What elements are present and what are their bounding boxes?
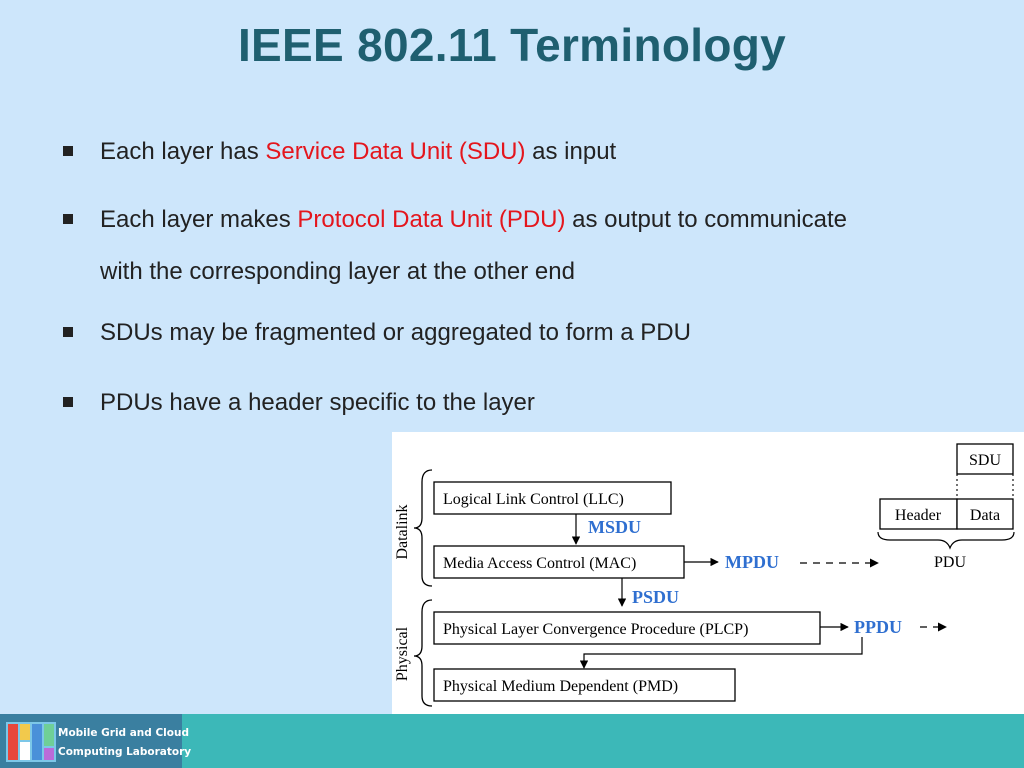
- lab-name-line1: Mobile Grid and Cloud: [58, 727, 189, 739]
- pdu-label: PDU: [934, 554, 966, 571]
- sdu-box: [956, 443, 1014, 475]
- ppdu-label: PPDU: [854, 617, 902, 637]
- bullet-text: Each layer makes Protocol Data Unit (PDU…: [100, 206, 847, 285]
- datalink-label: Datalink: [394, 504, 411, 559]
- psdu-label: PSDU: [632, 587, 679, 607]
- square-bullet-icon: [63, 146, 73, 156]
- mac-label: Media Access Control (MAC): [443, 555, 636, 572]
- data-label: Data: [970, 507, 1000, 524]
- highlight-term: Protocol Data Unit (PDU): [297, 206, 566, 233]
- square-bullet-icon: [63, 214, 73, 224]
- highlight-term: Service Data Unit (SDU): [265, 138, 526, 165]
- layer-diagram: Datalink Physical Logical Link Control (…: [392, 432, 1024, 714]
- header-label: Header: [895, 507, 942, 524]
- lab-name-line2: Computing Laboratory: [58, 746, 192, 758]
- header-box: [879, 498, 958, 530]
- llc-label: Logical Link Control (LLC): [443, 491, 624, 508]
- datalink-bracket: [413, 469, 433, 587]
- lab-logo: Mobile Grid and Cloud Computing Laborato…: [0, 714, 191, 768]
- mac-box: [433, 545, 685, 579]
- msdu-label: MSDU: [588, 517, 641, 537]
- pmd-label: Physical Medium Dependent (PMD): [443, 678, 678, 695]
- square-bullet-icon: [63, 397, 73, 407]
- data-box: [956, 498, 1014, 530]
- footer-bar: Mobile Grid and Cloud Computing Laborato…: [0, 714, 1024, 768]
- plcp-label: Physical Layer Convergence Procedure (PL…: [443, 621, 748, 638]
- lab-logo-icon: [6, 722, 56, 762]
- plcp-box: [433, 611, 821, 645]
- physical-label: Physical: [394, 626, 411, 681]
- llc-box: [433, 481, 672, 515]
- physical-bracket: [413, 599, 433, 707]
- bullet-text: Each layer has Service Data Unit (SDU) a…: [100, 138, 617, 165]
- mpdu-label: MPDU: [725, 552, 779, 572]
- pdu-brace: [877, 531, 1015, 550]
- bullet-text: PDUs have a header specific to the layer: [100, 389, 535, 416]
- sdu-label: SDU: [969, 452, 1001, 469]
- square-bullet-icon: [63, 327, 73, 337]
- slide-title: IEEE 802.11 Terminology: [237, 19, 787, 71]
- pmd-box: [433, 668, 736, 702]
- bullet-text: SDUs may be fragmented or aggregated to …: [100, 319, 691, 346]
